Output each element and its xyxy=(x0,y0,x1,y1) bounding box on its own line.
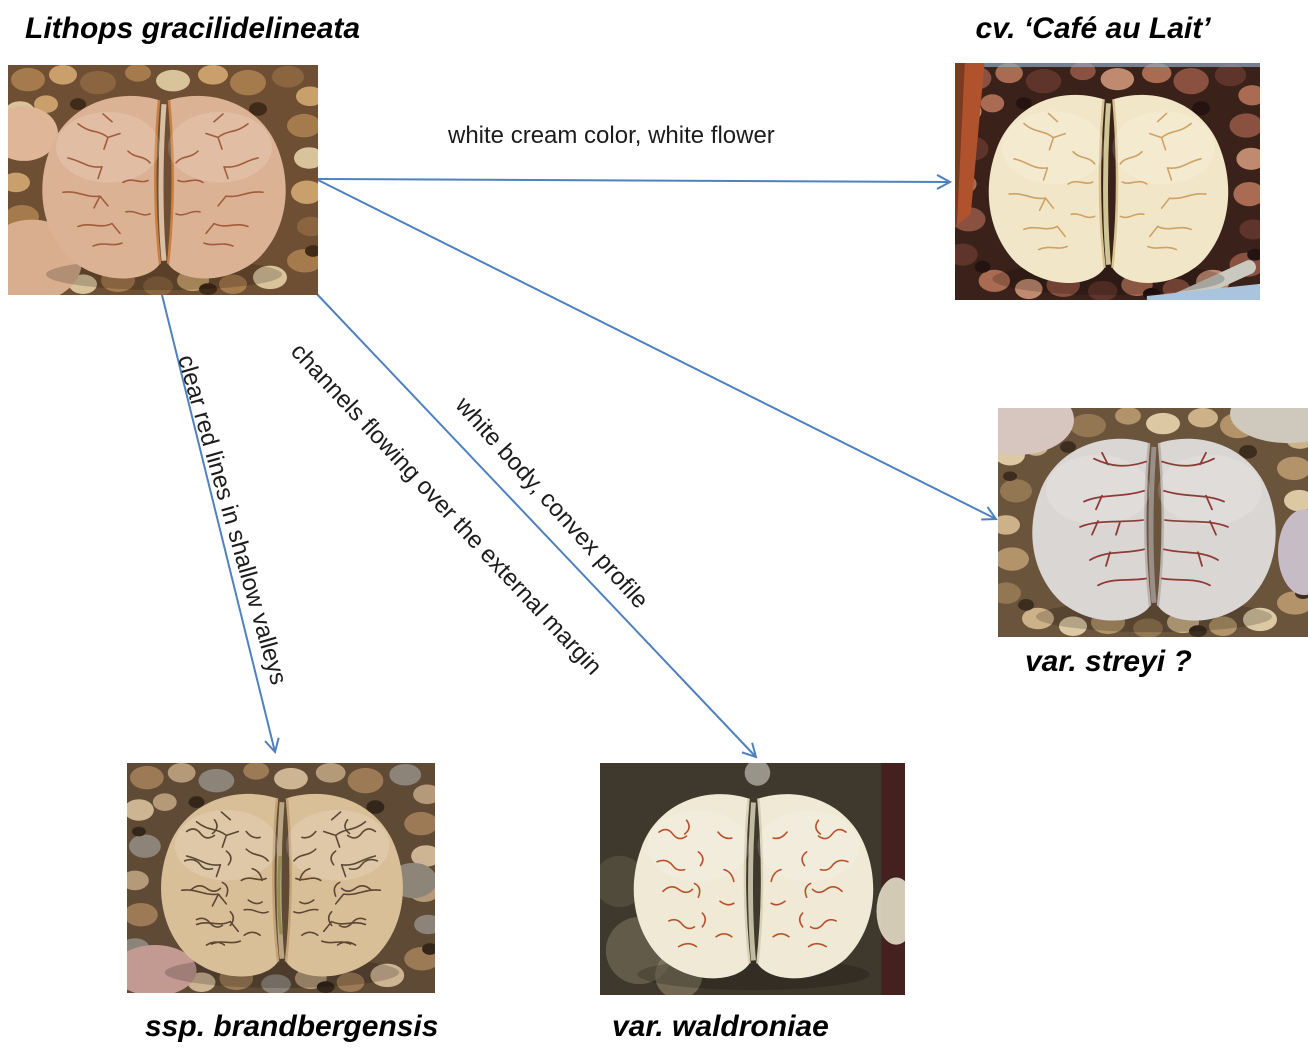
label-cafe-au-lait: cv. ‘Café au Lait’ xyxy=(975,12,1211,45)
background-lithops xyxy=(876,877,905,945)
photo-ssp-brandbergensis xyxy=(127,763,435,993)
photo-var-waldroniae xyxy=(600,763,905,995)
label-lithops-gracilidelineata: Lithops gracilidelineata xyxy=(25,12,361,45)
edge-label-white-body-convex-profile: white body, convex profile xyxy=(449,392,654,614)
neighbor-lithops xyxy=(1278,509,1308,596)
grey-stone xyxy=(744,763,771,786)
neighbor-lithops xyxy=(998,408,1074,455)
label-ssp-brandbergensis: ssp. brandbergensis xyxy=(145,1010,439,1043)
pot-rim-bottom xyxy=(1146,283,1260,300)
label-var-streyi: var. streyi ? xyxy=(1025,645,1192,678)
pot-corner-shadow xyxy=(955,63,965,227)
photo-cafe-au-lait xyxy=(955,63,1260,300)
photo-var-streyi xyxy=(998,408,1308,637)
arrow-root-to-waldroniae xyxy=(314,291,758,759)
pot-rim xyxy=(955,63,1260,68)
label-var-waldroniae: var. waldroniae xyxy=(612,1010,829,1043)
edge-label-white-cream-color: white cream color, white flower xyxy=(448,122,775,149)
edge-label-clear-red-lines: clear red lines in shallow valleys xyxy=(172,352,293,688)
pink-granite-pebble xyxy=(127,945,197,993)
arrow-root-to-cafe-au-lait xyxy=(317,174,953,190)
neighbor-lithops xyxy=(1230,408,1308,444)
green-fissure-hint xyxy=(277,855,283,935)
photo-lithops-gracilidelineata xyxy=(8,65,318,295)
neighbor-lithops xyxy=(8,106,58,161)
